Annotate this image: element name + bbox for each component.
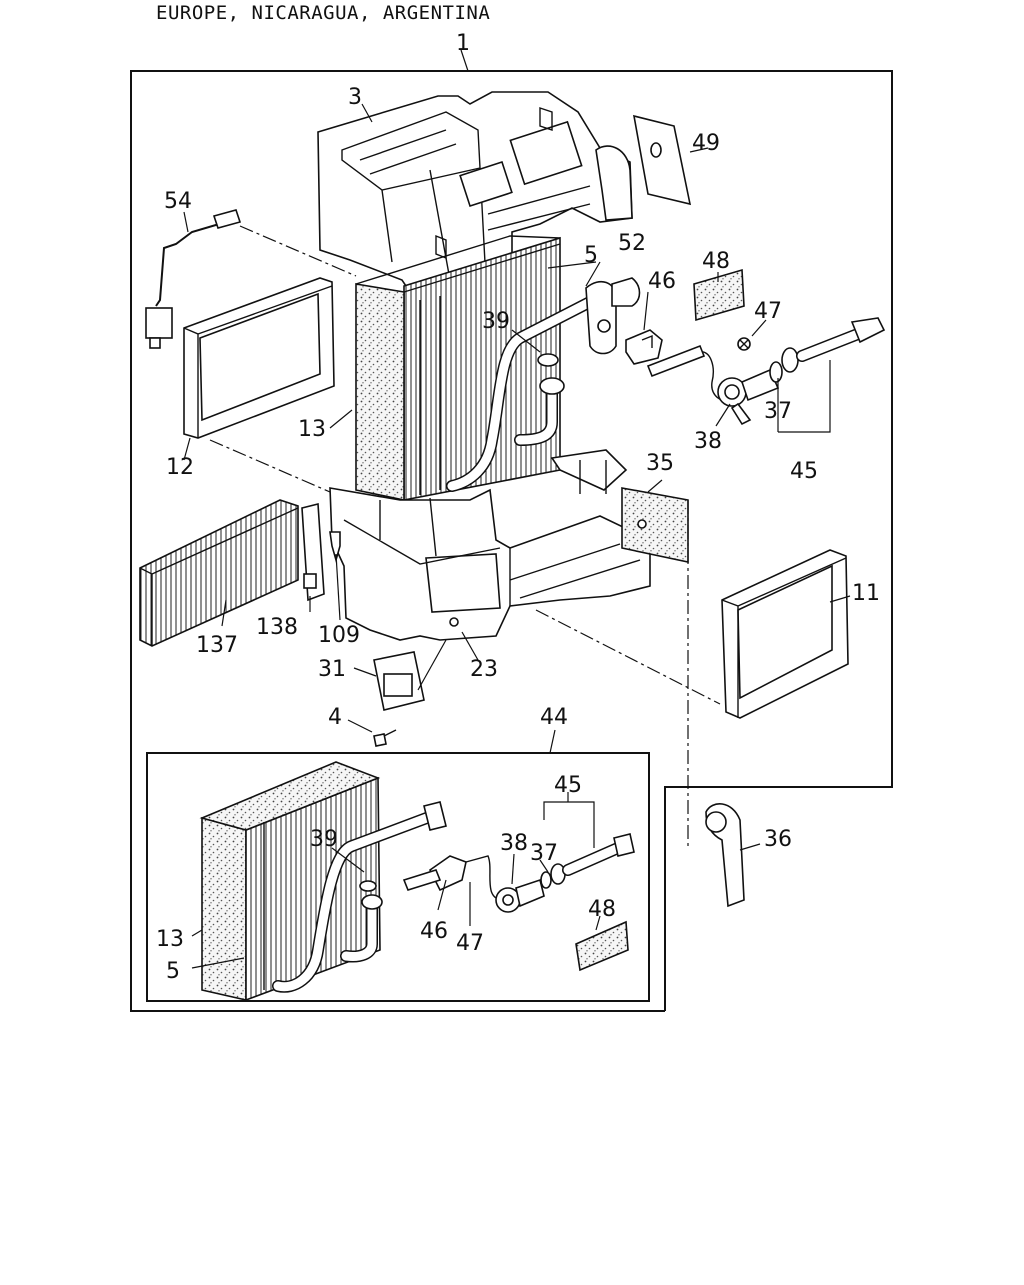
seal-pad-kit — [575, 920, 629, 972]
callout-48: 48 — [702, 249, 730, 274]
valve-kit — [495, 833, 635, 913]
clamp-kit — [402, 855, 505, 901]
callout-13: 13 — [298, 417, 326, 442]
o-ring — [537, 353, 559, 367]
callout-45: 45 — [790, 459, 818, 484]
heater-case-lower — [329, 449, 651, 641]
refrigerant-pipe-kit — [272, 801, 447, 993]
callout-37: 37 — [764, 399, 792, 424]
leader-lines — [183, 103, 851, 969]
region-title: EUROPE, NICARAGUA, ARGENTINA — [156, 2, 491, 24]
filter-bracket — [301, 502, 325, 602]
seal-pad — [693, 268, 745, 322]
callout-1: 1 — [456, 31, 470, 56]
callout-39-kit: 39 — [310, 827, 338, 852]
callout-37-kit: 37 — [530, 841, 558, 866]
callout-36: 36 — [764, 827, 792, 852]
clip — [329, 531, 341, 563]
callout-5-kit: 5 — [166, 959, 180, 984]
evaporator-kit-box — [146, 729, 650, 1002]
expansion-valve — [717, 317, 886, 426]
refrigerant-pipe — [446, 296, 596, 492]
callout-38-kit: 38 — [500, 831, 528, 856]
callout-137: 137 — [196, 633, 238, 658]
air-filter — [139, 499, 299, 647]
foam-pad — [632, 114, 692, 206]
callout-45-kit: 45 — [554, 773, 582, 798]
callout-52: 52 — [618, 231, 646, 256]
callout-109: 109 — [318, 623, 360, 648]
callout-46-kit: 46 — [420, 919, 448, 944]
callout-labels: 1 3 54 5 52 48 49 46 47 39 13 12 38 37 4… — [156, 31, 880, 984]
callout-13-kit: 13 — [156, 927, 184, 952]
callout-11: 11 — [852, 581, 880, 606]
blower-resistor — [373, 639, 447, 711]
callout-48-kit: 48 — [588, 897, 616, 922]
callout-138: 138 — [256, 615, 298, 640]
callout-38: 38 — [694, 429, 722, 454]
temperature-sensor — [145, 209, 357, 349]
evaporator-core-kit — [199, 761, 381, 1002]
callout-12: 12 — [166, 455, 194, 480]
callout-49: 49 — [692, 131, 720, 156]
callout-47-kit: 47 — [456, 931, 484, 956]
callout-35: 35 — [646, 451, 674, 476]
foam-pad — [621, 487, 689, 850]
evaporator-core — [355, 235, 561, 501]
assembly-outline — [130, 49, 893, 1012]
callout-23: 23 — [470, 657, 498, 682]
callout-44: 44 — [540, 705, 568, 730]
heater-case-upper — [317, 91, 633, 299]
callout-39: 39 — [482, 309, 510, 334]
screw — [737, 337, 751, 351]
drain-hose — [705, 803, 745, 908]
callout-47: 47 — [754, 299, 782, 324]
callout-31: 31 — [318, 657, 346, 682]
screw — [373, 729, 397, 747]
callout-46: 46 — [648, 269, 676, 294]
seal-frame — [535, 549, 849, 719]
seal-frame — [183, 277, 335, 493]
callout-3: 3 — [348, 85, 362, 110]
callout-54: 54 — [164, 189, 192, 214]
callout-5: 5 — [584, 243, 598, 268]
pipe-grommet — [585, 277, 641, 355]
callout-4: 4 — [328, 705, 342, 730]
